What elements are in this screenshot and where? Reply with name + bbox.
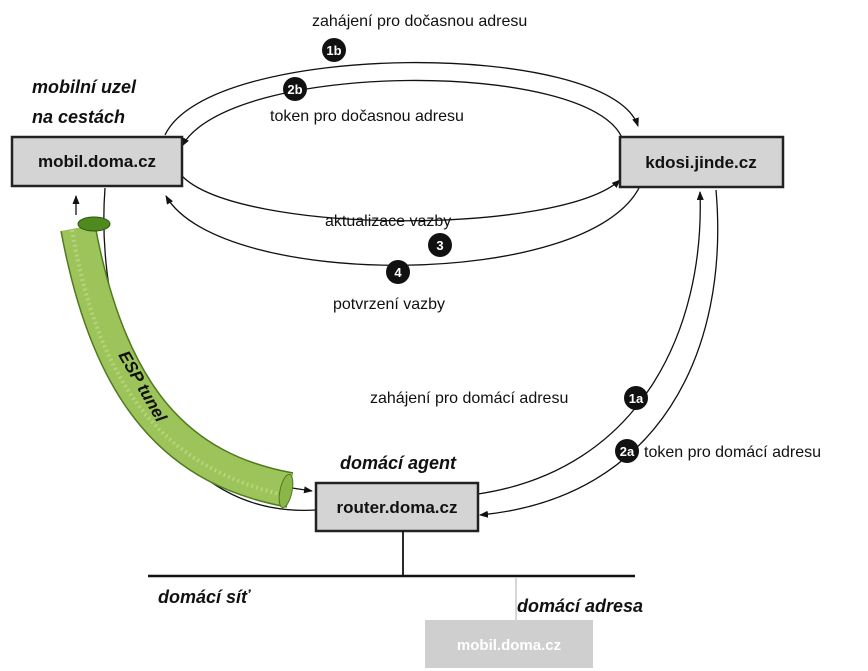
node-router-label: router.doma.cz [337, 498, 458, 517]
role-home-agent: domácí agent [340, 453, 457, 473]
arrow-1a [477, 191, 704, 495]
badge-2a: 2a [615, 439, 639, 463]
arrow-3 [181, 175, 621, 222]
svg-text:1b: 1b [326, 43, 341, 58]
msg-2a-text: token pro domácí adresu [644, 444, 821, 461]
node-remote: kdosi.jinde.cz [618, 135, 785, 189]
arrow-2b [181, 79, 623, 147]
msg-1b-text: zahájení pro dočasnou adresu [312, 13, 527, 30]
badge-2b: 2b [283, 77, 307, 101]
node-router: router.doma.cz [314, 481, 480, 533]
msg-4-text: potvrzení vazby [333, 296, 445, 313]
badge-1b: 1b [322, 38, 346, 62]
msg-2b-text: token pro dočasnou adresu [270, 108, 464, 125]
svg-text:2b: 2b [287, 82, 302, 97]
svg-text:3: 3 [436, 238, 443, 253]
badge-1a: 1a [624, 386, 648, 410]
node-remote-label: kdosi.jinde.cz [645, 153, 756, 172]
node-mobile-label: mobil.doma.cz [38, 152, 156, 171]
role-mobile-line2: na cestách [32, 107, 125, 127]
role-home-network: domácí síť [158, 587, 251, 607]
msg-3-text: aktualizace vazby [325, 213, 451, 230]
arrow-2a [479, 189, 719, 518]
arrow-tunnel-to-router [291, 486, 313, 494]
badge-4: 4 [386, 260, 410, 284]
svg-text:2a: 2a [620, 444, 635, 459]
role-home-address: domácí adresa [517, 596, 643, 616]
arrow-1b [164, 61, 639, 136]
role-mobile-line1: mobilní uzel [32, 77, 137, 97]
svg-text:1a: 1a [629, 391, 644, 406]
node-mobile: mobil.doma.cz [10, 135, 184, 188]
msg-1a-text: zahájení pro domácí adresu [370, 390, 568, 407]
home-address-box: mobil.doma.cz [425, 620, 593, 668]
home-address-box-label: mobil.doma.cz [457, 637, 561, 654]
badge-3: 3 [428, 233, 452, 257]
svg-text:4: 4 [394, 265, 402, 280]
